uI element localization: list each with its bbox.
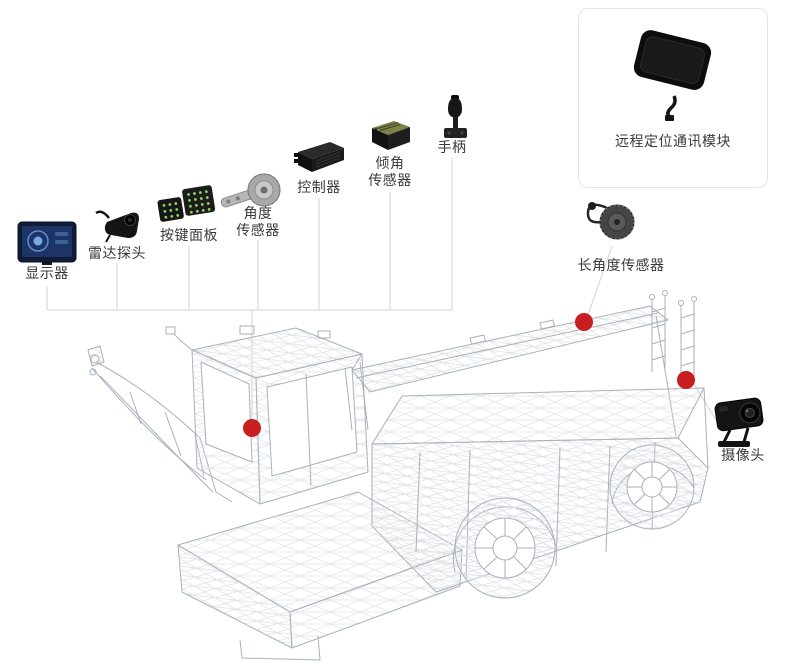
rear-mast <box>649 290 697 382</box>
angle-sensor-device-icon <box>220 173 281 208</box>
tilt-sensor-device-icon <box>372 121 410 150</box>
cab-marker-dot <box>243 419 261 437</box>
remote-module-device-icon <box>633 30 712 121</box>
boom-marker-dot <box>575 313 593 331</box>
label-radar-probe: 雷达探头 <box>88 246 146 262</box>
long-angle-sensor-device-icon <box>586 202 635 240</box>
connector-long-angle <box>587 245 613 316</box>
label-keypad-panel: 按键面板 <box>160 228 218 244</box>
camera-device-icon <box>714 397 764 447</box>
wheels <box>454 444 695 599</box>
label-controller: 控制器 <box>297 180 341 196</box>
label-joystick: 手柄 <box>437 140 467 156</box>
joystick-device-icon <box>444 95 467 138</box>
location-markers <box>243 313 695 437</box>
vehicle-wireframe <box>87 290 709 661</box>
cab <box>165 325 369 505</box>
controller-device-icon <box>294 142 344 172</box>
rear-marker-dot <box>677 371 695 389</box>
label-long-angle-sensor: 长角度传感器 <box>577 258 665 274</box>
label-tilt-sensor: 倾角 传感器 <box>368 156 412 189</box>
display-device-icon <box>17 221 77 265</box>
label-remote-module: 远程定位通讯模块 <box>615 134 731 150</box>
radar-probe-device-icon <box>95 210 139 243</box>
keypad-device-icon <box>157 185 216 222</box>
label-camera: 摄像头 <box>721 448 765 464</box>
label-display: 显示器 <box>25 266 69 282</box>
label-angle-sensor: 角度 传感器 <box>236 206 280 239</box>
